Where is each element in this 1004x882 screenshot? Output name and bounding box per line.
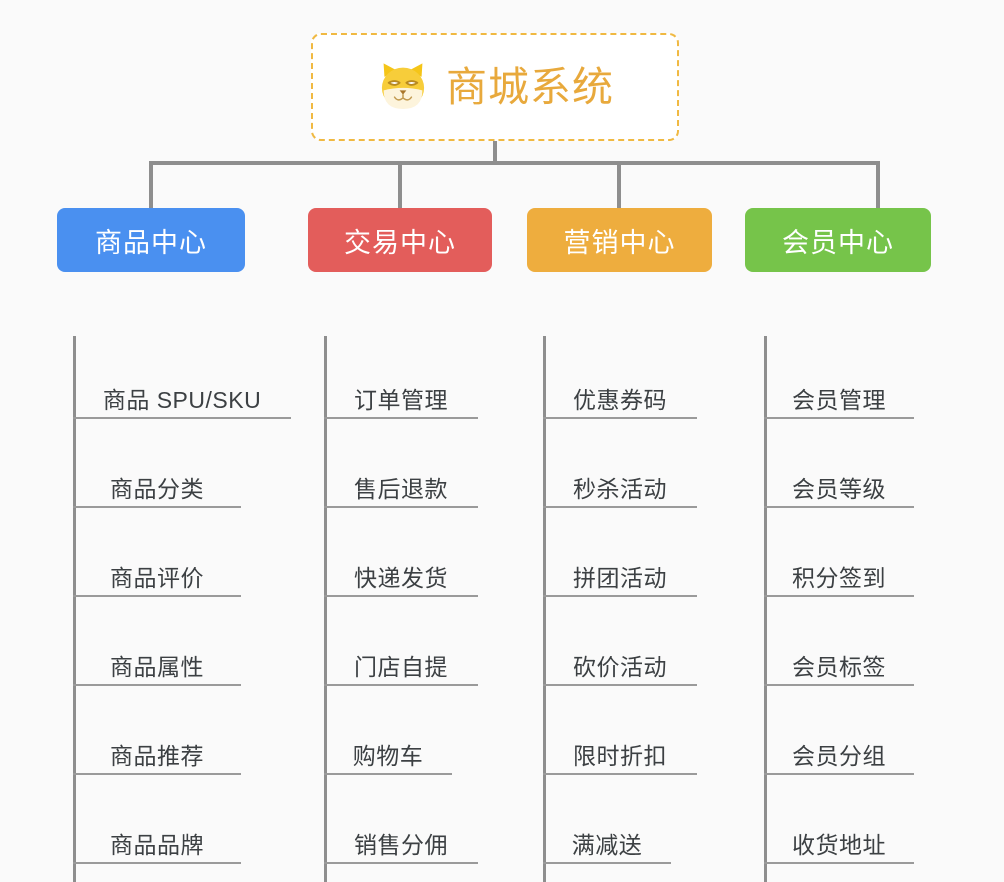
branch-spine (324, 336, 327, 882)
leaf-item[interactable]: 满减送 (543, 818, 671, 864)
branch-spine (73, 336, 76, 882)
shiba-dog-face-icon (381, 63, 425, 109)
leaf-item[interactable]: 购物车 (324, 729, 452, 775)
branch-spine (543, 336, 546, 882)
category-header-product-center[interactable]: 商品中心 (57, 208, 245, 272)
mindmap-canvas: 商城系统 商品中心 商品 SPU/SKU 商品分类 商品评价 商品属性 商品推荐… (57, 33, 931, 882)
root-title: 商城系统 (446, 63, 614, 110)
connector-root-vertical (493, 141, 497, 164)
leaf-item[interactable]: 商品属性 (73, 640, 241, 686)
connector-drop-4 (876, 161, 880, 208)
leaf-item[interactable]: 会员标签 (764, 640, 914, 686)
category-header-marketing-center[interactable]: 营销中心 (527, 208, 712, 272)
leaf-item[interactable]: 商品推荐 (73, 729, 241, 775)
leaf-item[interactable]: 售后退款 (324, 462, 478, 508)
category-header-trade-center[interactable]: 交易中心 (308, 208, 492, 272)
connector-drop-2 (398, 161, 402, 208)
connector-drop-1 (149, 161, 153, 208)
leaf-item[interactable]: 商品品牌 (73, 818, 241, 864)
leaf-item[interactable]: 商品分类 (73, 462, 241, 508)
leaf-item[interactable]: 快递发货 (324, 551, 478, 597)
leaf-item[interactable]: 商品 SPU/SKU (73, 373, 291, 419)
leaf-item[interactable]: 订单管理 (324, 373, 478, 419)
leaf-item[interactable]: 会员管理 (764, 373, 914, 419)
branch-member-center: 会员中心 会员管理 会员等级 积分签到 会员标签 会员分组 收货地址 (745, 208, 931, 882)
category-header-member-center[interactable]: 会员中心 (745, 208, 931, 272)
leaf-item[interactable]: 秒杀活动 (543, 462, 697, 508)
leaf-item[interactable]: 会员分组 (764, 729, 914, 775)
leaf-item[interactable]: 销售分佣 (324, 818, 478, 864)
leaf-item[interactable]: 优惠券码 (543, 373, 697, 419)
leaf-item[interactable]: 收货地址 (764, 818, 914, 864)
connector-horizontal-bus (149, 161, 879, 165)
leaf-item[interactable]: 拼团活动 (543, 551, 697, 597)
branch-marketing-center: 营销中心 优惠券码 秒杀活动 拼团活动 砍价活动 限时折扣 满减送 (527, 208, 712, 882)
leaf-item[interactable]: 商品评价 (73, 551, 241, 597)
category-label: 商品中心 (95, 227, 207, 258)
branch-trade-center: 交易中心 订单管理 售后退款 快递发货 门店自提 购物车 销售分佣 (308, 208, 492, 882)
leaf-item[interactable]: 会员等级 (764, 462, 914, 508)
leaf-item[interactable]: 限时折扣 (543, 729, 697, 775)
branch-product-center: 商品中心 商品 SPU/SKU 商品分类 商品评价 商品属性 商品推荐 商品品牌 (57, 208, 291, 882)
category-label: 会员中心 (782, 227, 894, 258)
leaf-item[interactable]: 门店自提 (324, 640, 478, 686)
category-label: 交易中心 (344, 227, 456, 258)
root-node[interactable]: 商城系统 (311, 33, 679, 141)
leaf-item[interactable]: 积分签到 (764, 551, 914, 597)
leaf-item[interactable]: 砍价活动 (543, 640, 697, 686)
connector-drop-3 (617, 161, 621, 208)
branch-spine (764, 336, 767, 882)
category-label: 营销中心 (563, 227, 676, 258)
